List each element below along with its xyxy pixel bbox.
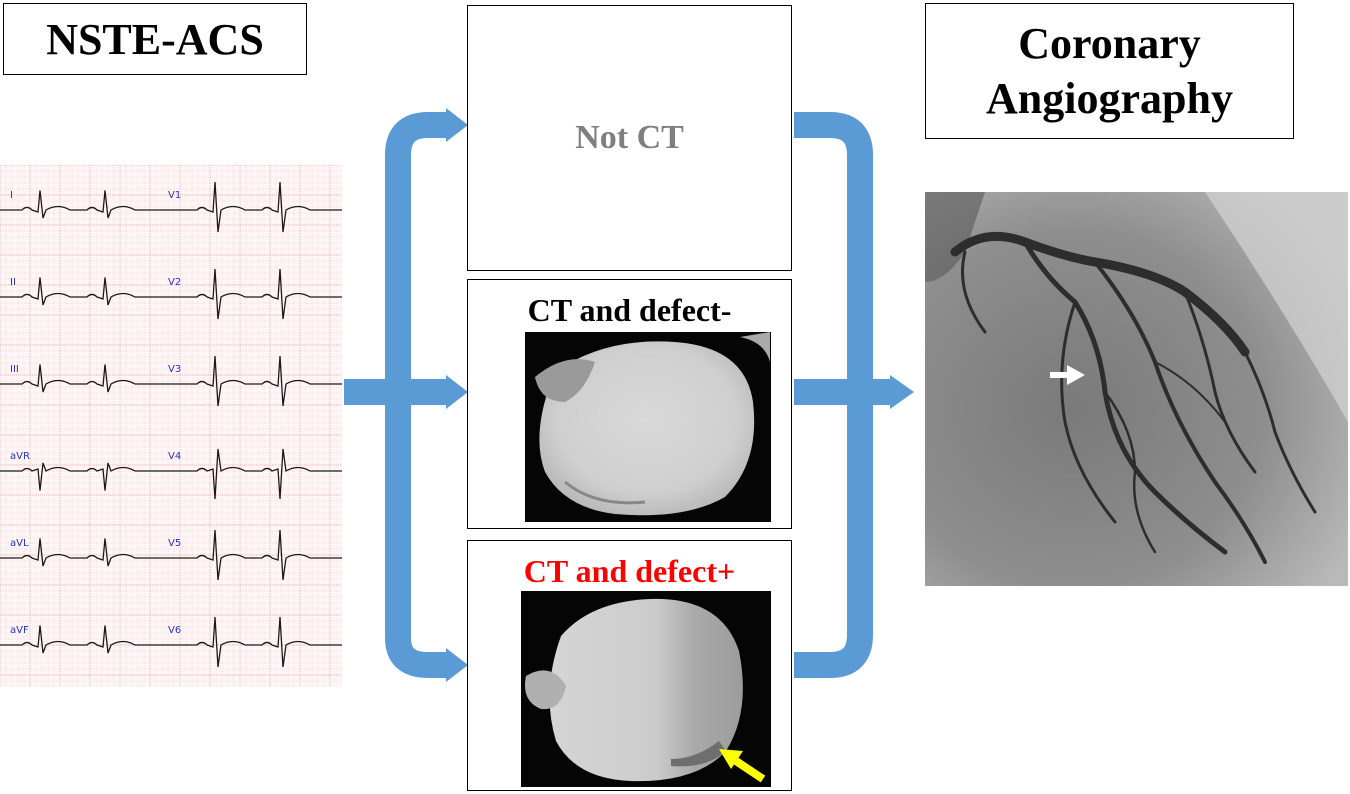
ct-defect-positive-label: CT and defect+	[523, 553, 736, 589]
white-arrow-icon	[1050, 365, 1085, 385]
ecg-trace	[0, 448, 342, 500]
ct-defect-positive-box: CT and defect+	[467, 540, 792, 791]
ecg-lead-label: III	[10, 364, 19, 375]
ecg-lead-label: aVR	[10, 451, 30, 462]
flow-arrow-branch-top	[385, 112, 448, 678]
flow-arrow-merge-top	[794, 112, 873, 678]
yellow-arrow-icon	[719, 749, 766, 783]
ecg-lead-label: I	[10, 190, 13, 201]
arrowhead-defect-neg	[446, 375, 468, 409]
ct-image-defect-negative	[525, 332, 771, 522]
ecg-trace	[0, 268, 342, 320]
nste-acs-title-box: NSTE-ACS	[3, 3, 307, 75]
arrowhead-angiography	[890, 375, 914, 409]
ct-defect-negative-box: CT and defect-	[467, 279, 792, 529]
angiography-image	[925, 192, 1348, 586]
ecg-lead-label: V3	[168, 364, 181, 375]
ecg-trace	[0, 529, 342, 581]
ct-defect-negative-label: CT and defect-	[527, 292, 732, 328]
ecg-trace	[0, 355, 342, 407]
ct-image-defect-positive	[521, 591, 771, 787]
ecg-trace	[0, 181, 342, 233]
ecg-lead-label: V6	[168, 625, 181, 636]
ecg-lead-label: aVL	[10, 538, 29, 549]
ecg-lead-label: V2	[168, 277, 181, 288]
ecg-trace	[0, 616, 342, 668]
ecg-lead-label: V5	[168, 538, 181, 549]
ecg-lead-label: V4	[168, 451, 181, 462]
not-ct-box: Not CT	[467, 5, 792, 271]
ecg-lead-label: II	[10, 277, 16, 288]
arrowhead-defect-pos	[446, 648, 468, 682]
not-ct-label: Not CT	[575, 118, 684, 156]
ecg-lead-label: aVF	[10, 625, 29, 636]
arrowhead-not-ct	[446, 108, 468, 142]
nste-acs-title: NSTE-ACS	[46, 14, 264, 64]
ecg-lead-label: V1	[168, 190, 181, 201]
